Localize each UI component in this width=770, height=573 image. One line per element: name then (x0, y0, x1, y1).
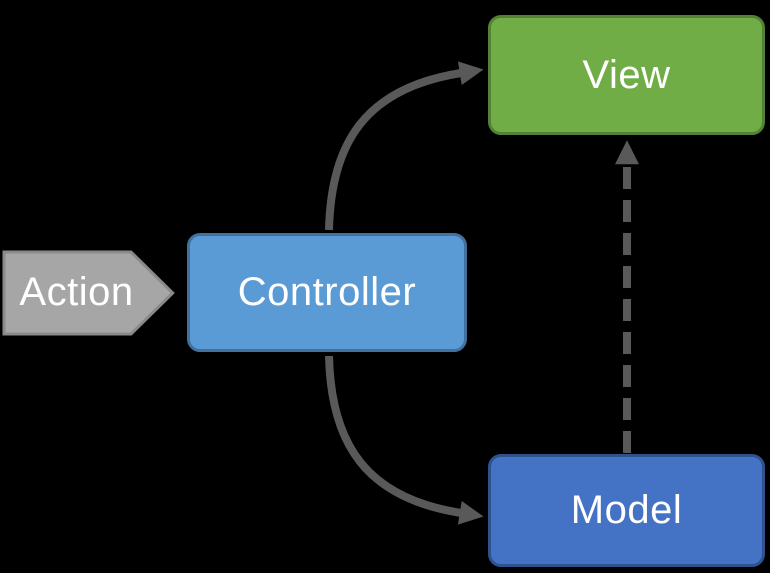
node-action: Action (4, 251, 149, 334)
node-action-label: Action (19, 270, 134, 314)
action-chevron-shape (2, 250, 175, 336)
arrow-controller-to-view (325, 61, 484, 231)
arrow-controller-to-model (325, 355, 484, 525)
node-model-label: Model (570, 488, 683, 532)
node-controller-label: Controller (237, 270, 417, 314)
node-controller: Controller (187, 233, 467, 352)
node-model: Model (488, 454, 765, 567)
node-view-label: View (582, 52, 671, 97)
node-view: View (488, 15, 765, 135)
